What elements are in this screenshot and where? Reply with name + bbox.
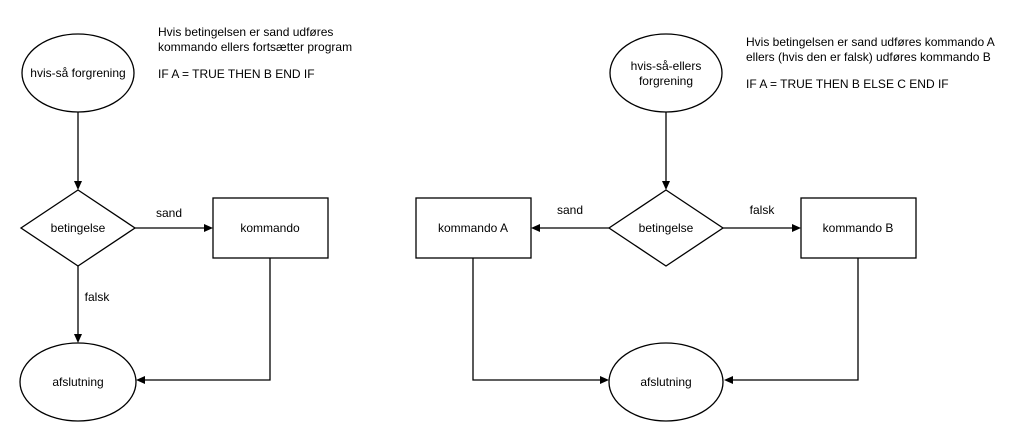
condition-diamond-right	[607, 189, 725, 267]
start-node-ellipse-right	[609, 33, 723, 113]
start-node-label-line-2: forgrening	[639, 74, 693, 88]
if-then-diagram: hvis-så forgrening betingelse kommando a…	[19, 25, 352, 422]
command-a-box	[415, 197, 532, 259]
code-example: IF A = TRUE THEN B END IF	[158, 67, 315, 81]
condition-diamond	[19, 189, 137, 267]
arrow-start-to-condition	[74, 181, 82, 190]
arrow-command-b-to-end	[724, 376, 733, 384]
edge-command-b-to-end	[732, 258, 859, 381]
arrow-true-to-command	[204, 224, 213, 232]
description-line-1: Hvis betingelsen er sand udføres	[158, 25, 333, 39]
command-box	[212, 197, 329, 259]
edge-label-true-right: sand	[557, 203, 583, 217]
code-example-right: IF A = TRUE THEN B ELSE C END IF	[746, 77, 949, 91]
start-node-ellipse	[21, 33, 135, 113]
edge-label-false-right: falsk	[750, 203, 776, 217]
arrow-false-to-end	[74, 334, 82, 343]
end-node-label: afslutning	[52, 375, 103, 389]
command-b-box	[800, 197, 917, 259]
arrow-false-to-command-b	[792, 224, 801, 232]
command-a-label: kommando A	[438, 221, 508, 235]
arrow-command-to-end	[136, 376, 145, 384]
condition-label-right: betingelse	[639, 221, 694, 235]
arrow-start-to-condition-right	[662, 181, 670, 190]
start-node-label-line-1: hvis-så-ellers	[631, 59, 702, 73]
if-then-else-diagram: hvis-så-ellers forgrening betingelse kom…	[415, 33, 995, 422]
edge-label-true: sand	[156, 206, 182, 220]
edge-label-false: falsk	[85, 290, 111, 304]
condition-label: betingelse	[51, 221, 106, 235]
arrow-command-a-to-end	[600, 376, 609, 384]
end-node-label-right: afslutning	[640, 375, 691, 389]
description-line-2: kommando ellers fortsætter program	[158, 40, 352, 54]
edge-command-a-to-end	[472, 258, 600, 381]
command-label: kommando	[240, 221, 300, 235]
edge-command-to-end	[144, 258, 271, 381]
description-line-2-right: ellers (hvis den er falsk) udføres komma…	[746, 50, 991, 64]
arrow-true-to-command-a	[531, 224, 540, 232]
end-node-ellipse	[19, 342, 137, 422]
description-line-1-right: Hvis betingelsen er sand udføres kommand…	[746, 35, 995, 49]
start-node-label: hvis-så forgrening	[30, 66, 125, 80]
end-node-ellipse-right	[608, 342, 724, 422]
command-b-label: kommando B	[823, 221, 894, 235]
